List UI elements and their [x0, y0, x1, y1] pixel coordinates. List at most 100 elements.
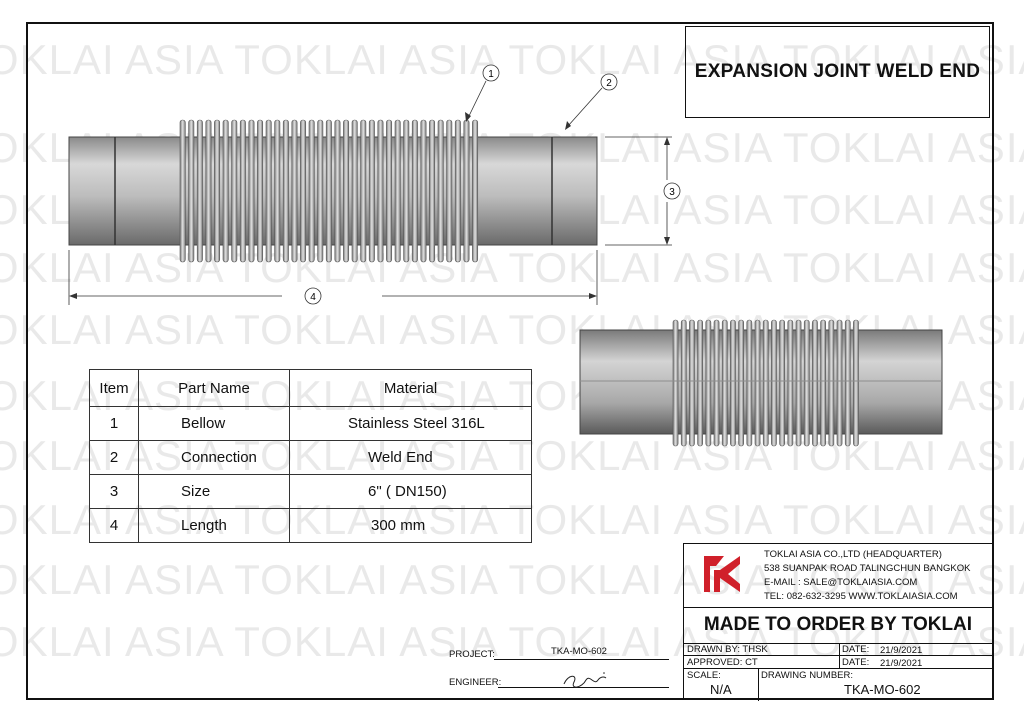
title-box: EXPANSION JOINT WELD END — [685, 26, 990, 118]
table-row: 3 Size 6" ( DN150) — [89, 474, 532, 509]
bill-of-materials: Item Part Name Material 1 Bellow Stainle… — [89, 369, 532, 543]
company-info: TOKLAI ASIA CO.,LTD (HEADQUARTER) 538 SU… — [684, 544, 992, 608]
tb-divider — [839, 643, 840, 668]
bellows-convolution — [429, 119, 436, 263]
bom-part-name: Length — [138, 508, 290, 543]
bellows-convolution — [713, 319, 720, 447]
side-view-drawing: 1 2 3 4 — [68, 64, 681, 305]
bellows-convolution — [820, 319, 826, 447]
project-underline — [494, 659, 669, 660]
bellows-convolution — [222, 119, 229, 263]
bellows-convolution — [836, 319, 843, 447]
bom-header-item: Item — [89, 369, 139, 407]
callout-label-4: 4 — [310, 292, 316, 303]
scale-label: SCALE: — [687, 670, 721, 681]
bom-material: Weld End — [289, 440, 532, 475]
bellows-convolution — [803, 319, 810, 447]
bellows-convolution — [437, 119, 444, 263]
project-label: PROJECT: — [449, 649, 495, 660]
engineer-signature — [563, 672, 607, 688]
bellows-convolution — [853, 319, 859, 447]
bellows-convolution — [334, 119, 341, 263]
title-block: TOKLAI ASIA CO.,LTD (HEADQUARTER) 538 SU… — [683, 543, 993, 701]
bellows-convolution — [812, 319, 818, 447]
bellows-convolution — [265, 119, 272, 263]
approved-by: APPROVED: CT — [687, 657, 758, 668]
bellows-convolution — [771, 319, 777, 447]
bom-part-name: Size — [138, 474, 290, 509]
tb-divider — [684, 655, 992, 656]
bellows-convolution — [721, 319, 728, 447]
date-label-2: DATE: — [842, 657, 870, 668]
bom-material: Stainless Steel 316L — [289, 406, 532, 441]
bellows-convolution — [394, 119, 401, 263]
bom-header-row: Item Part Name Material — [89, 369, 532, 407]
made-to-order-banner: MADE TO ORDER BY TOKLAI — [684, 607, 992, 644]
bom-material: 6" ( DN150) — [289, 474, 532, 509]
drawing-number-label: DRAWING NUMBER: — [761, 670, 854, 681]
bellows-convolution — [325, 119, 332, 263]
date-value-2: 21/9/2021 — [880, 658, 923, 669]
bellows-convolution — [828, 319, 835, 447]
callout-balloon-1 — [482, 64, 500, 82]
company-contact: TEL: 082-632-3295 WWW.TOKLAIASIA.COM — [764, 591, 958, 602]
drawing-title: EXPANSION JOINT WELD END — [694, 61, 981, 82]
bom-item: 3 — [89, 474, 139, 509]
table-row: 4 Length 300 mm — [89, 508, 532, 543]
bellows-convolution — [386, 119, 393, 263]
bellows-convolution — [214, 119, 221, 263]
scale-value: N/A — [710, 682, 732, 697]
callout-balloon-3 — [663, 182, 681, 200]
bellows-convolution — [738, 319, 744, 447]
callout-label-2: 2 — [606, 78, 612, 89]
bellows-convolution — [257, 119, 264, 263]
iso-view-drawing — [579, 319, 943, 447]
bom-header-part-name: Part Name — [138, 369, 290, 407]
bellows-convolution — [231, 119, 238, 263]
callout-balloon-2 — [600, 73, 618, 91]
bellows-convolution — [472, 119, 479, 263]
bom-material: 300 mm — [289, 508, 532, 543]
engineer-label: ENGINEER: — [449, 677, 502, 688]
bellows-convolution — [300, 119, 307, 263]
bellows-convolution — [308, 119, 315, 263]
bellows-convolution — [779, 319, 785, 447]
bellows-convolution — [291, 119, 298, 263]
drawn-by: DRAWN BY: THSK — [687, 644, 768, 655]
bellows-convolution — [343, 119, 350, 263]
bellows-convolution — [188, 119, 195, 263]
bellows-convolution — [746, 319, 753, 447]
bellows-convolution — [672, 319, 679, 447]
bellows-convolution — [454, 119, 461, 263]
bellows-convolution — [317, 119, 324, 263]
bellows-convolution — [411, 119, 418, 263]
bom-header-material: Material — [289, 369, 532, 407]
bellows-convolution — [446, 119, 453, 263]
bellows-convolution — [420, 119, 427, 263]
bellows-convolution — [680, 319, 687, 447]
company-address: 538 SUANPAK ROAD TALINGCHUN BANGKOK — [764, 563, 971, 574]
bellows-convolution — [196, 119, 203, 263]
tb-divider — [684, 668, 992, 669]
bellows-convolution — [705, 319, 712, 447]
bellows-convolution — [463, 119, 470, 263]
project-value: TKA-MO-602 — [551, 646, 607, 657]
bellows-convolution — [377, 119, 384, 263]
date-value-1: 21/9/2021 — [880, 645, 923, 656]
bellows-convolution — [205, 119, 212, 263]
callout-balloon-4 — [304, 287, 322, 305]
bom-item: 2 — [89, 440, 139, 475]
bellows-convolution — [730, 319, 736, 447]
drawing-frame — [26, 22, 994, 700]
company-email: E-MAIL : SALE@TOKLAIASIA.COM — [764, 577, 918, 588]
bellows-convolution — [762, 319, 769, 447]
table-row: 1 Bellow Stainless Steel 316L — [89, 406, 532, 441]
table-row: 2 Connection Weld End — [89, 440, 532, 475]
bellows-convolution — [179, 119, 186, 263]
bom-item: 4 — [89, 508, 139, 543]
bellows-convolution — [689, 319, 695, 447]
date-label-1: DATE: — [842, 644, 870, 655]
engineer-underline — [498, 687, 669, 688]
bellows-convolution — [697, 319, 703, 447]
bom-part-name: Connection — [138, 440, 290, 475]
